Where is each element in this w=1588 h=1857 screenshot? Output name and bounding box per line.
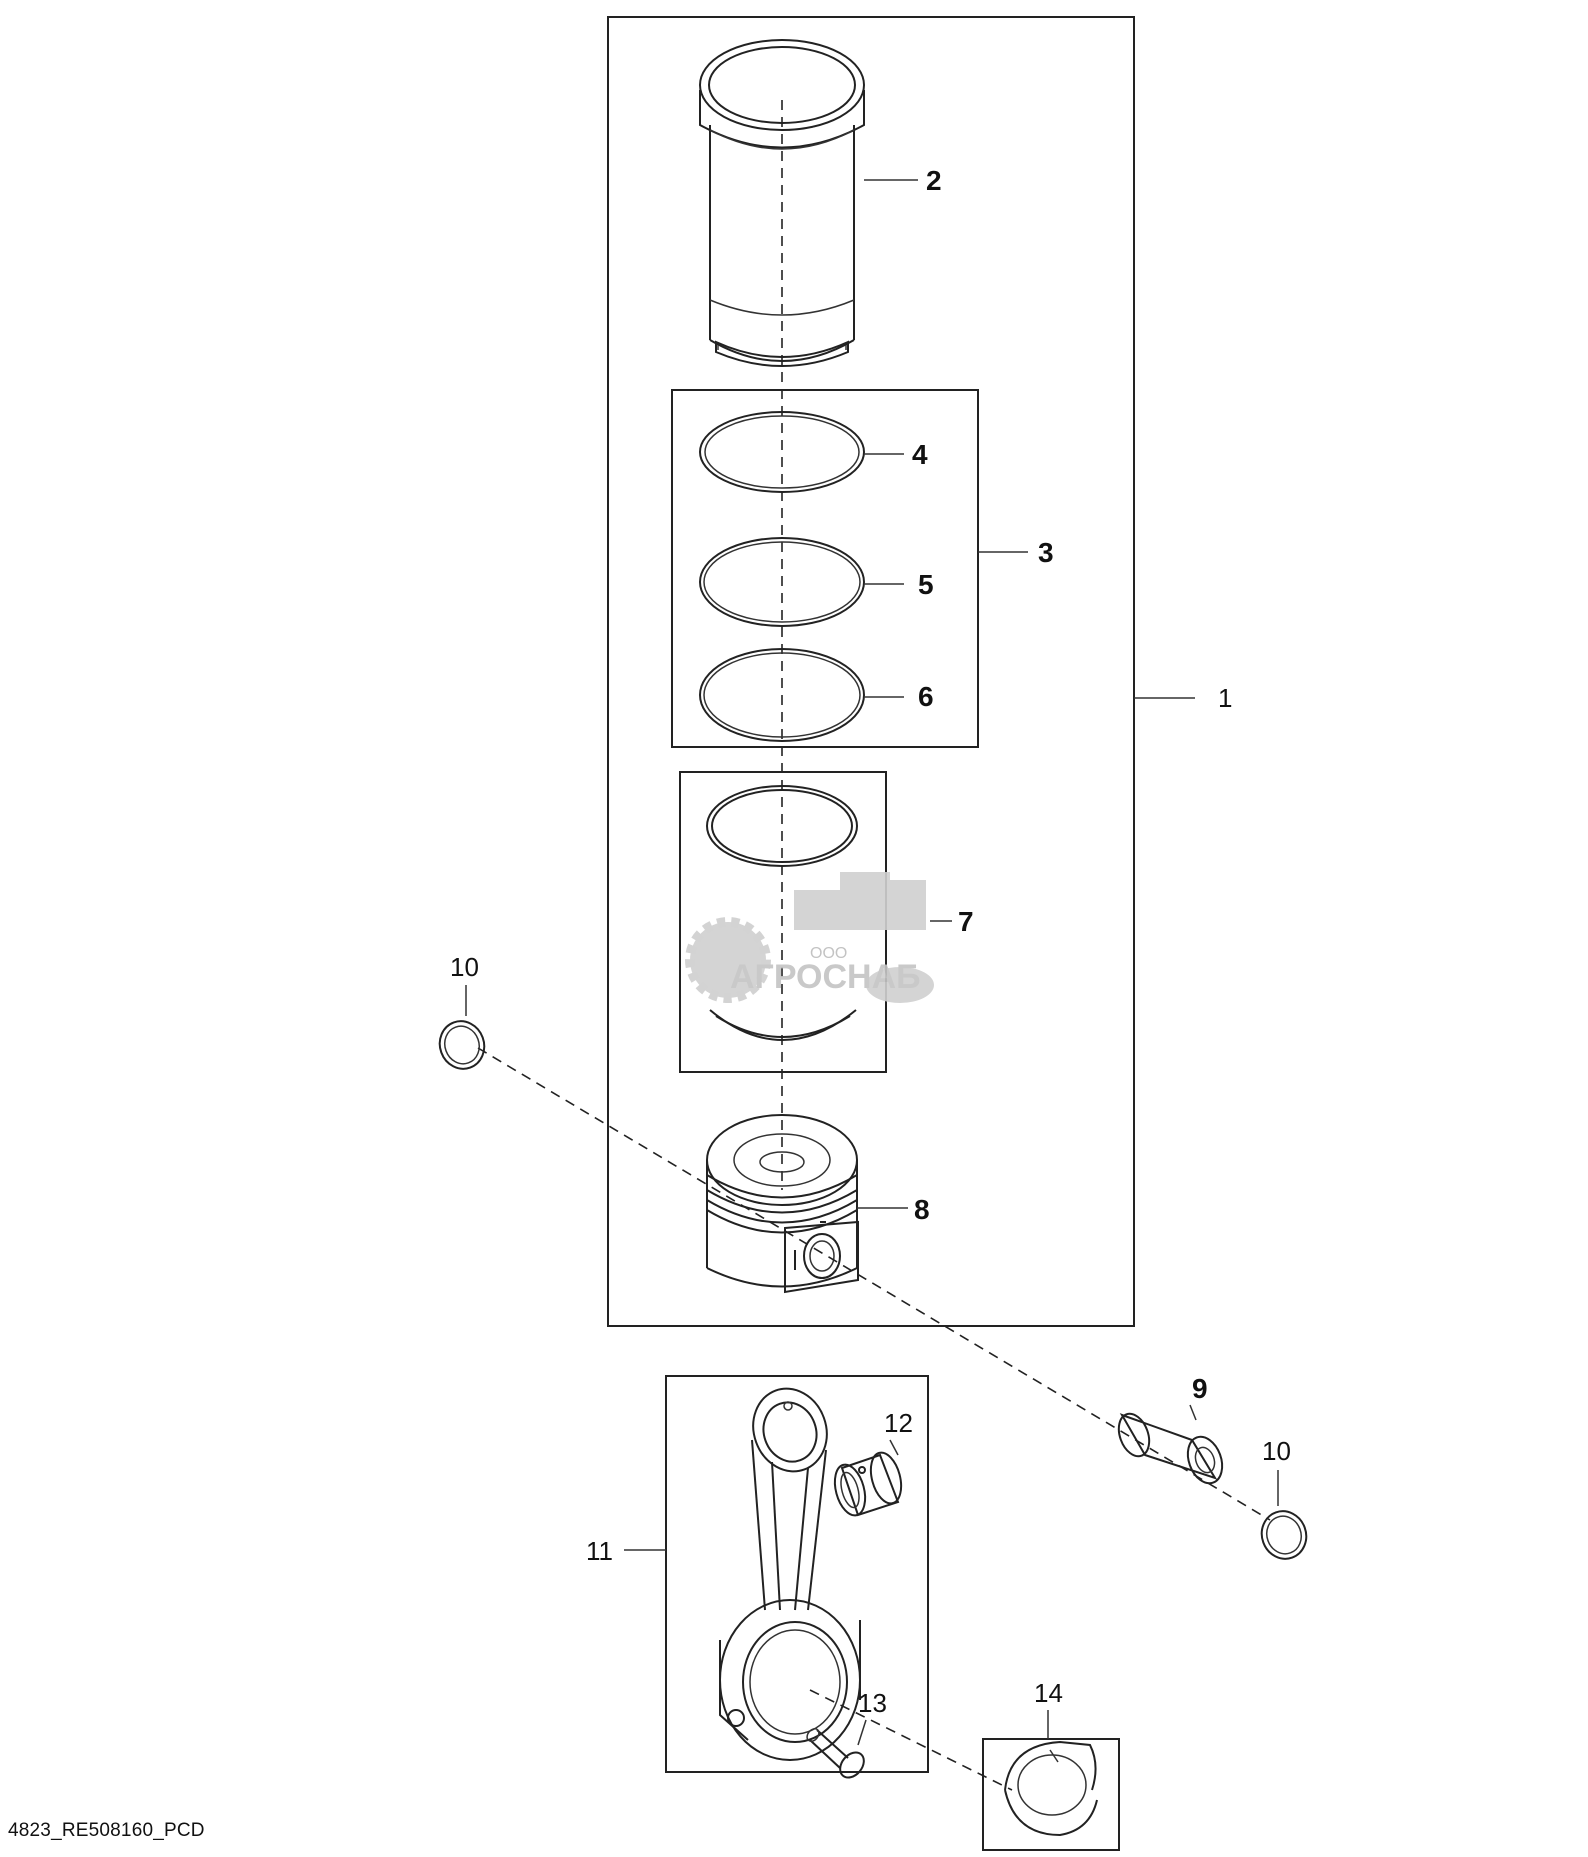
piston-8: [706, 1114, 859, 1294]
callout-10-right: 10: [1262, 1436, 1291, 1466]
callout-2: 2: [926, 165, 942, 196]
watermark-small: ООО: [810, 945, 847, 962]
callout-5: 5: [918, 569, 934, 600]
callout-12: 12: [884, 1408, 913, 1438]
callout-9: 9: [1192, 1373, 1208, 1404]
callout-11: 11: [586, 1536, 613, 1566]
callout-1: 1: [1218, 683, 1232, 713]
watermark-brand: АГРОСНАБ: [730, 958, 921, 996]
callout-8: 8: [914, 1194, 930, 1225]
callout-13: 13: [858, 1688, 887, 1718]
connecting-rod-11: [719, 1387, 861, 1761]
ring-set-3-frame: [671, 389, 979, 748]
callout-3: 3: [1038, 537, 1054, 568]
ring-5: [699, 537, 865, 627]
bolt-13: [806, 1727, 865, 1779]
assembly-1-frame: [607, 16, 1135, 1327]
piston-ring-set-7: [706, 785, 858, 1041]
ring-4: [699, 411, 865, 493]
connecting-rod-11-frame: [665, 1375, 929, 1773]
bushing-12: [833, 1451, 903, 1517]
callout-14: 14: [1034, 1678, 1063, 1708]
snap-ring-10-right: [1260, 1510, 1308, 1560]
cylinder-liner-2: [699, 39, 865, 367]
agrosnab-watermark: ООО АГРОСНАБ: [685, 872, 934, 1003]
bearing-14-frame: [982, 1738, 1120, 1851]
callout-4: 4: [912, 439, 928, 470]
bearing-14: [1004, 1740, 1098, 1837]
piston-pin-9: [1117, 1412, 1224, 1485]
callout-6: 6: [918, 681, 934, 712]
callout-10-left: 10: [450, 952, 479, 982]
snap-ring-10-left: [438, 1020, 486, 1070]
ring-6: [699, 648, 865, 742]
callout-7: 7: [958, 906, 974, 937]
drawing-code: 4823_RE508160_PCD: [8, 1820, 205, 1841]
